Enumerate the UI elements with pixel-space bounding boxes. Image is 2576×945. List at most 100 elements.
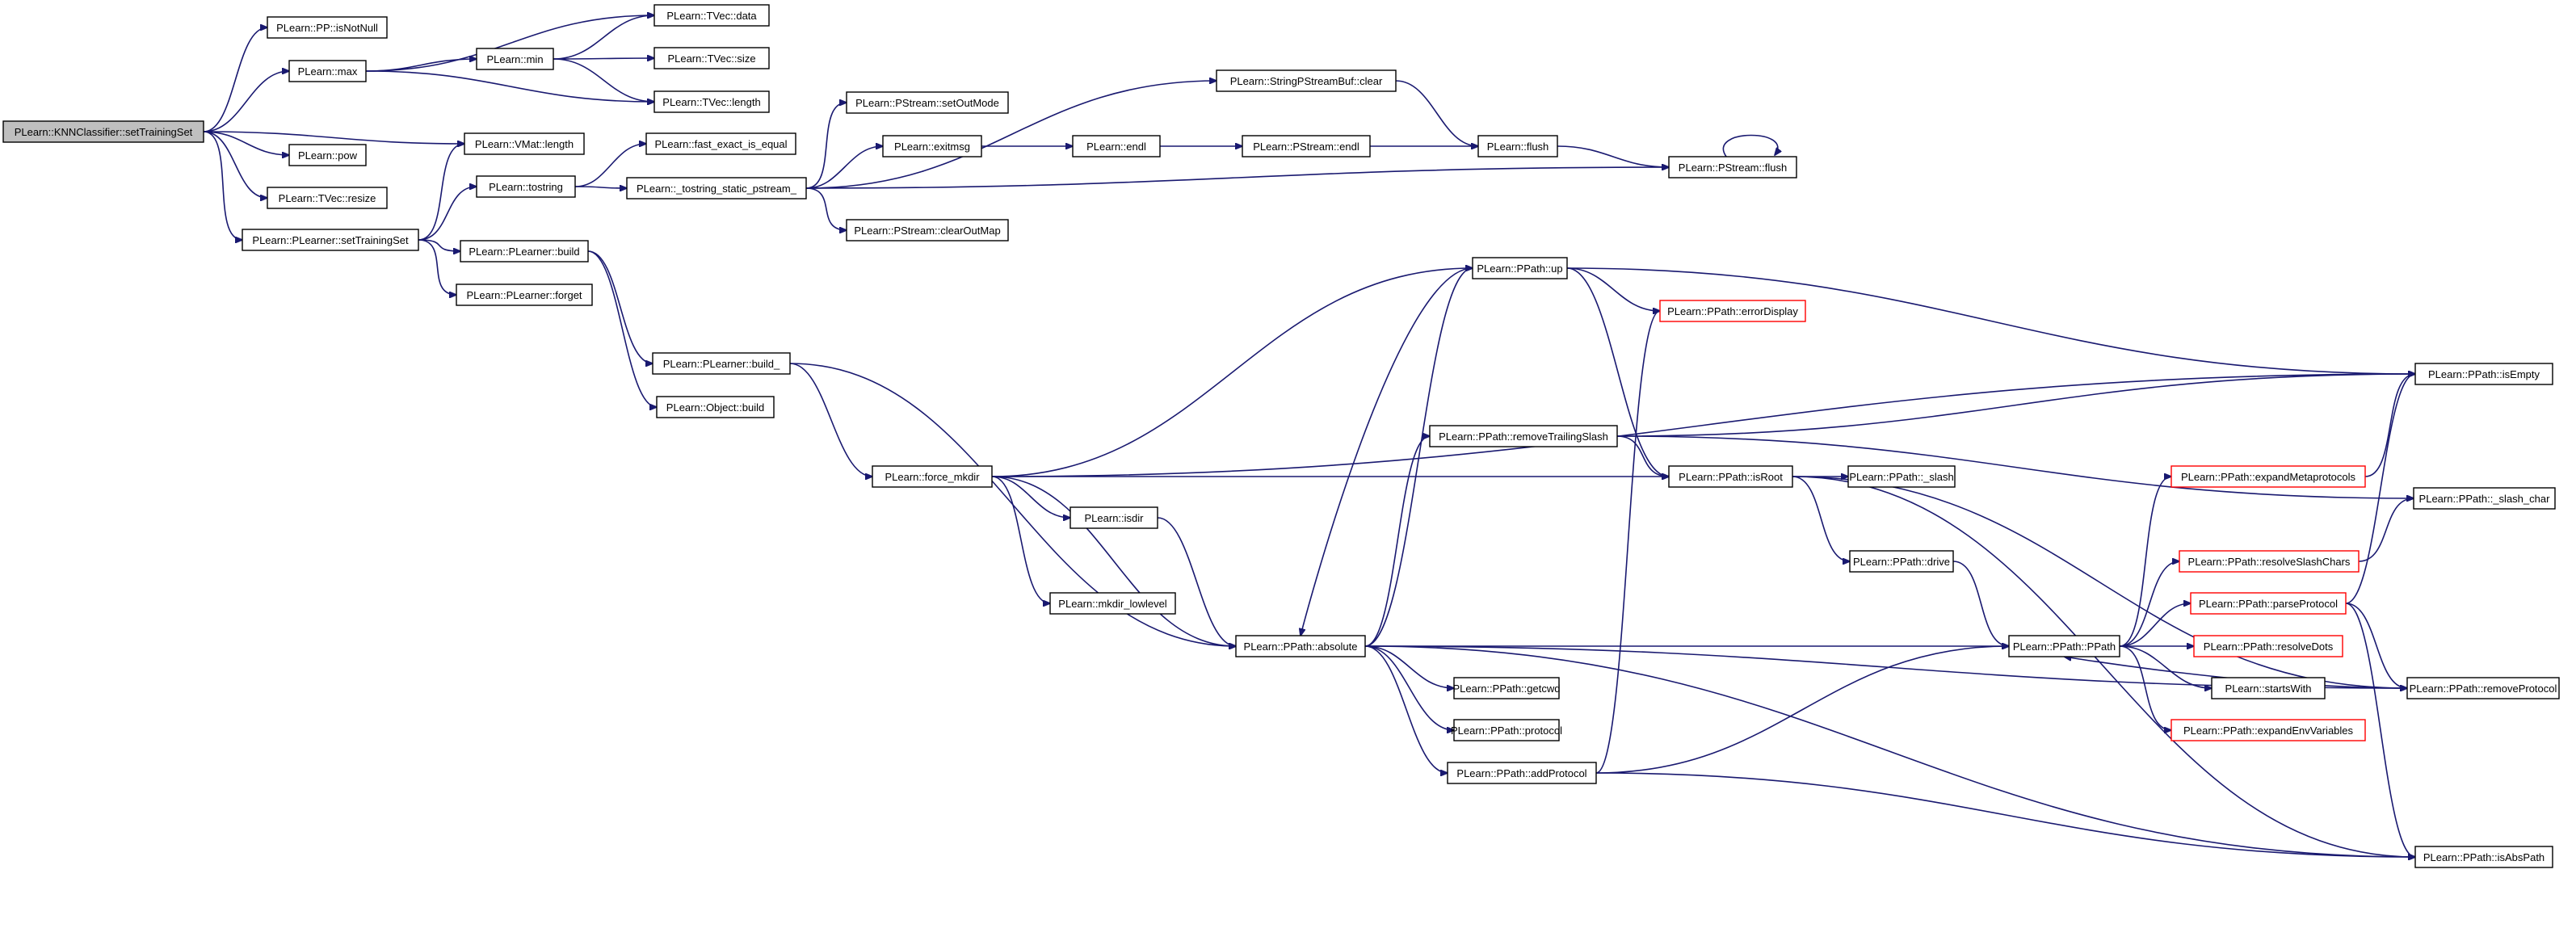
node-label[interactable]: PLearn::Object::build (666, 401, 764, 414)
graph-node-n48[interactable]: PLearn::PPath::removeProtocol (2406, 677, 2560, 699)
graph-node-n23[interactable]: PLearn::PStream::endl (1242, 135, 1371, 158)
node-label[interactable]: PLearn::PStream::clearOutMap (854, 225, 1000, 237)
node-label[interactable]: PLearn::PPath::resolveSlashChars (2188, 556, 2351, 568)
node-label[interactable]: PLearn::PPath::_slash_char (2419, 493, 2551, 505)
graph-node-n10[interactable]: PLearn::TVec::length (653, 90, 770, 113)
node-label[interactable]: PLearn::_tostring_static_pstream_ (637, 183, 797, 195)
graph-node-n9[interactable]: PLearn::TVec::size (653, 47, 770, 69)
node-box[interactable] (2179, 550, 2360, 573)
node-box[interactable] (645, 132, 796, 155)
node-box[interactable] (1235, 635, 1366, 657)
node-label[interactable]: PLearn::PStream::flush (1679, 162, 1787, 174)
node-label[interactable]: PLearn::PPath::up (1477, 262, 1562, 275)
graph-node-n2[interactable]: PLearn::max (288, 60, 367, 82)
node-label[interactable]: PLearn::StringPStreamBuf::clear (1230, 75, 1383, 87)
graph-node-n41[interactable]: PLearn::PPath::resolveSlashChars (2179, 550, 2360, 573)
node-box[interactable] (1072, 135, 1161, 158)
node-box[interactable] (2190, 592, 2347, 615)
node-box[interactable] (1216, 69, 1397, 92)
node-label[interactable]: PLearn::force_mkdir (885, 471, 980, 483)
node-box[interactable] (846, 91, 1009, 114)
node-label[interactable]: PLearn::isdir (1085, 512, 1145, 524)
node-label[interactable]: PLearn::PLearner::build (469, 246, 579, 258)
graph-node-n25[interactable]: PLearn::PStream::flush (1668, 156, 1797, 178)
graph-node-n7[interactable]: PLearn::min (476, 48, 554, 70)
graph-node-n16[interactable]: PLearn::PLearner::build_ (652, 352, 791, 375)
node-box[interactable] (652, 352, 791, 375)
graph-node-n35[interactable]: PLearn::PPath::drive (1849, 550, 1954, 573)
node-label[interactable]: PLearn::flush (1487, 141, 1549, 153)
graph-node-n42[interactable]: PLearn::PPath::parseProtocol (2190, 592, 2347, 615)
graph-node-n37[interactable]: PLearn::PPath::protocol (1451, 719, 1562, 741)
graph-node-n44[interactable]: PLearn::startsWith (2211, 677, 2326, 699)
graph-node-n13[interactable]: PLearn::PLearner::forget (456, 284, 593, 306)
node-box[interactable] (2170, 465, 2366, 488)
graph-node-n19[interactable]: PLearn::PStream::setOutMode (846, 91, 1009, 114)
node-box[interactable] (653, 90, 770, 113)
node-box[interactable] (882, 135, 982, 158)
node-box[interactable] (267, 16, 388, 39)
node-label[interactable]: PLearn::endl (1086, 141, 1146, 153)
node-box[interactable] (653, 4, 770, 27)
node-label[interactable]: PLearn::PPath::expandEnvVariables (2183, 724, 2354, 737)
node-label[interactable]: PLearn::PPath::isAbsPath (2423, 851, 2544, 863)
graph-node-n39[interactable]: PLearn::PPath::PPath (2008, 635, 2120, 657)
node-label[interactable]: PLearn::PStream::endl (1253, 141, 1359, 153)
graph-node-n11[interactable]: PLearn::tostring (476, 175, 576, 198)
node-box[interactable] (460, 240, 589, 262)
node-box[interactable] (2211, 677, 2326, 699)
node-box[interactable] (1477, 135, 1558, 158)
node-box[interactable] (464, 132, 585, 155)
graph-node-n43[interactable]: PLearn::PPath::resolveDots (2193, 635, 2343, 657)
graph-node-n21[interactable]: PLearn::PStream::clearOutMap (846, 219, 1009, 242)
graph-node-n8[interactable]: PLearn::TVec::data (653, 4, 770, 27)
node-label[interactable]: PLearn::pow (298, 149, 358, 162)
node-box[interactable] (626, 177, 807, 200)
graph-node-n33[interactable]: PLearn::PPath::isRoot (1668, 465, 1793, 488)
node-label[interactable]: PLearn::PPath::resolveDots (2204, 640, 2334, 653)
graph-node-n5[interactable]: PLearn::TVec::resize (267, 187, 388, 209)
node-label[interactable]: PLearn::PPath::parseProtocol (2199, 598, 2338, 610)
node-label[interactable]: PLearn::max (298, 65, 358, 78)
node-label[interactable]: PLearn::PPath::drive (1853, 556, 1950, 568)
node-label[interactable]: PLearn::TVec::data (666, 10, 757, 22)
node-box[interactable] (2, 120, 204, 143)
node-label[interactable]: PLearn::PPath::getcwd (1453, 682, 1561, 695)
graph-node-n22[interactable]: PLearn::endl (1072, 135, 1161, 158)
graph-node-n20[interactable]: PLearn::exitmsg (882, 135, 982, 158)
node-box[interactable] (1049, 592, 1176, 615)
graph-node-n36[interactable]: PLearn::PPath::getcwd (1453, 677, 1561, 699)
node-box[interactable] (476, 48, 554, 70)
graph-node-n6[interactable]: PLearn::PLearner::setTrainingSet (242, 229, 419, 251)
graph-node-n40[interactable]: PLearn::PPath::expandMetaprotocols (2170, 465, 2366, 488)
node-label[interactable]: PLearn::PPath::isEmpty (2428, 368, 2540, 380)
node-label[interactable]: PLearn::fast_exact_is_equal (654, 138, 787, 150)
graph-node-n27[interactable]: PLearn::isdir (1069, 506, 1158, 529)
node-label[interactable]: PLearn::PPath::addProtocol (1456, 767, 1586, 779)
node-box[interactable] (2406, 677, 2560, 699)
node-label[interactable]: PLearn::PPath::PPath (2013, 640, 2116, 653)
node-box[interactable] (872, 465, 993, 488)
node-box[interactable] (1453, 677, 1560, 699)
node-box[interactable] (2413, 487, 2556, 510)
graph-node-n12[interactable]: PLearn::PLearner::build (460, 240, 589, 262)
node-label[interactable]: PLearn::TVec::size (667, 52, 755, 65)
graph-node-n34[interactable]: PLearn::PPath::_slash (1847, 465, 1956, 488)
node-box[interactable] (1453, 719, 1560, 741)
graph-node-n38[interactable]: PLearn::PPath::addProtocol (1447, 762, 1597, 784)
node-box[interactable] (2193, 635, 2343, 657)
node-box[interactable] (1242, 135, 1371, 158)
node-box[interactable] (2414, 846, 2553, 868)
graph-node-n17[interactable]: PLearn::Object::build (656, 396, 775, 418)
graph-node-n30[interactable]: PLearn::PPath::up (1472, 257, 1568, 279)
node-box[interactable] (242, 229, 419, 251)
graph-node-n46[interactable]: PLearn::PPath::isEmpty (2414, 363, 2553, 385)
node-box[interactable] (1668, 465, 1793, 488)
node-label[interactable]: PLearn::PP::isNotNull (276, 22, 378, 34)
node-label[interactable]: PLearn::TVec::length (662, 96, 760, 108)
node-box[interactable] (288, 144, 367, 166)
node-label[interactable]: PLearn::PPath::removeProtocol (2410, 682, 2557, 695)
node-box[interactable] (456, 284, 593, 306)
node-box[interactable] (1847, 465, 1956, 488)
node-label[interactable]: PLearn::PPath::isRoot (1679, 471, 1783, 483)
